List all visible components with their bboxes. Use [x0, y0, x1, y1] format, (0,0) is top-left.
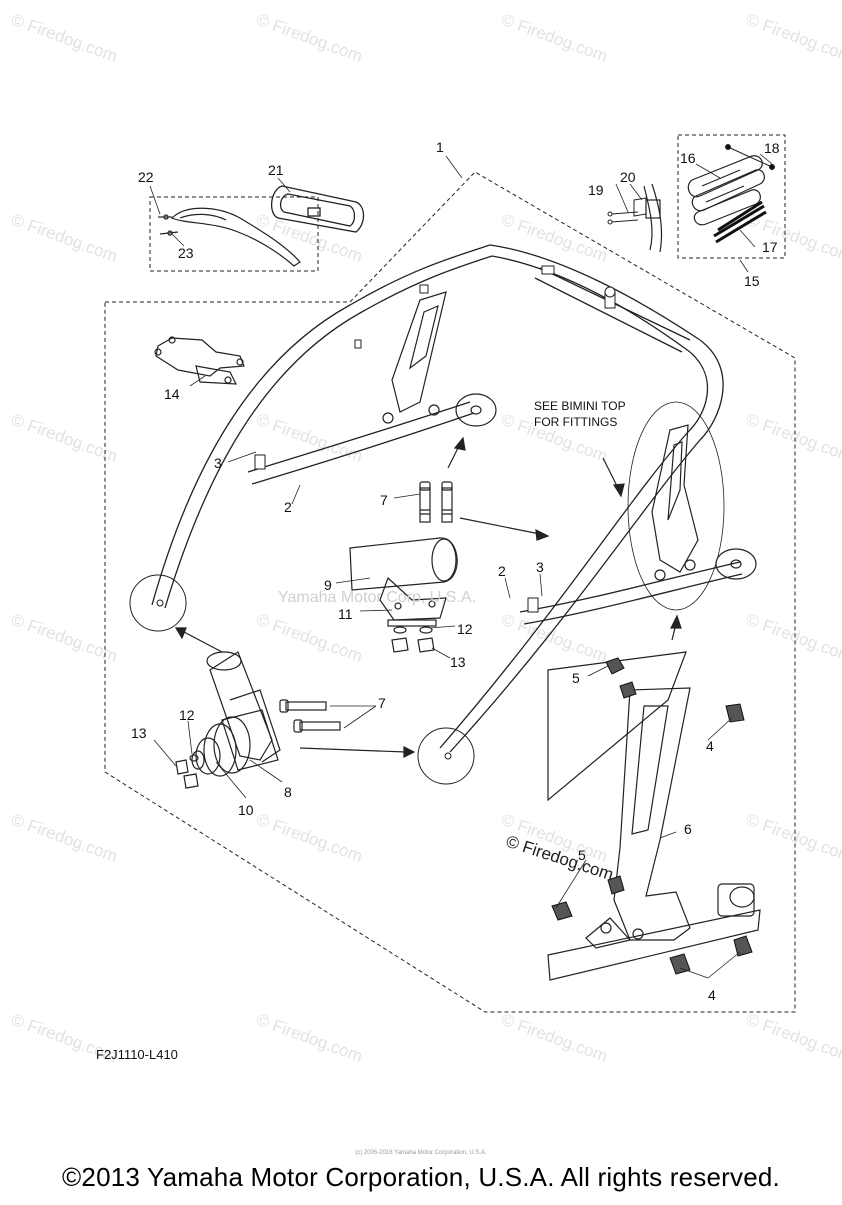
part-19-20-screws [607, 197, 647, 225]
diagram-code: F2J1110-L410 [96, 1047, 178, 1062]
watermark-text: © Firedog.com [744, 810, 842, 866]
direction-arrows [174, 436, 682, 758]
callout-5-upper: 5 [572, 670, 580, 686]
watermark-text: © Firedog.com [499, 1010, 610, 1066]
left-hinge-bracket [382, 291, 497, 427]
callout-21: 21 [268, 162, 284, 178]
watermark-text: © Firedog.com [744, 610, 842, 666]
callout-12-left: 12 [179, 707, 195, 723]
watermark-text: © Firedog.com [254, 410, 365, 466]
callout-6: 6 [684, 821, 692, 837]
assembly-boundary [104, 134, 796, 1013]
watermark-text: © Firedog.com [254, 1010, 365, 1066]
part-21-mirror [271, 185, 365, 233]
watermark-text: © Firedog.com [9, 610, 120, 666]
part-15-strap-assembly [643, 155, 765, 253]
watermark-text: © Firedog.com [499, 210, 610, 266]
part-17-strips [713, 200, 767, 244]
callout-4-upper: 4 [706, 738, 714, 754]
tower-frame [151, 244, 743, 753]
callout-2-left: 2 [284, 499, 292, 515]
watermark-text: © Firedog.com [9, 10, 120, 66]
callout-4-lower: 4 [708, 987, 716, 1003]
part-18-cord [725, 144, 775, 170]
leader-lines [149, 153, 773, 979]
callout-7-center: 7 [380, 492, 388, 508]
watermark-text: © Firedog.com [744, 10, 842, 66]
right-hinge-bracket [627, 401, 757, 611]
callout-14: 14 [164, 386, 180, 402]
callout-3-left: 3 [214, 455, 222, 471]
callout-3-right: 3 [536, 559, 544, 575]
callout-8: 8 [284, 784, 292, 800]
callout-18: 18 [764, 140, 780, 156]
callout-9: 9 [324, 577, 332, 593]
callout-23: 23 [178, 245, 194, 261]
frame-fittings [254, 265, 616, 613]
left-lower-mount [175, 651, 341, 789]
callout-22: 22 [138, 169, 154, 185]
callout-15: 15 [744, 273, 760, 289]
part-7-bolts-center [419, 481, 453, 523]
watermark-text: © Firedog.com [9, 210, 120, 266]
callout-20: 20 [620, 169, 636, 185]
watermark-text: © Firedog.com [744, 410, 842, 466]
callout-13-left: 13 [131, 725, 147, 741]
tiny-copyright: (c) 2005-2016 Yamaha Motor Corporation, … [355, 1150, 487, 1156]
callout-12-center: 12 [457, 621, 473, 637]
lower-right-bracket-assembly [547, 651, 761, 981]
callout-13-center: 13 [450, 654, 466, 670]
watermark-text: © Firedog.com [9, 410, 120, 466]
center-tube-assembly [349, 537, 458, 653]
watermark-text: © Firedog.com [744, 1010, 842, 1066]
watermark-text: © Firedog.com [9, 810, 120, 866]
part-14-bracket [154, 336, 245, 385]
callout-2-right: 2 [498, 563, 506, 579]
footer-copyright: ©2013 Yamaha Motor Corporation, U.S.A. A… [62, 1162, 780, 1192]
callout-1: 1 [436, 139, 444, 155]
callout-10: 10 [238, 802, 254, 818]
watermark-text: © Firedog.com [254, 10, 365, 66]
part-22-mirror-arm [158, 207, 301, 267]
bimini-note-line1: SEE BIMINI TOP [534, 399, 626, 413]
callout-19: 19 [588, 182, 604, 198]
callout-5-lower: 5 [578, 847, 586, 863]
bimini-note-line2: FOR FITTINGS [534, 415, 617, 429]
watermark-text: © Firedog.com [254, 210, 365, 266]
watermark-text: © Firedog.com [499, 10, 610, 66]
callout-labels: 1 2 2 3 3 4 4 5 5 6 7 7 8 9 10 11 12 12 … [131, 139, 780, 1003]
base-mount-circles [129, 574, 475, 785]
center-watermark: Yamaha Motor Corp, U.S.A. [278, 589, 476, 606]
callout-11: 11 [338, 606, 353, 622]
callout-17: 17 [762, 239, 778, 255]
watermark-text: © Firedog.com [254, 810, 365, 866]
callout-16: 16 [680, 150, 696, 166]
watermark-layer: © Firedog.com © Firedog.com © Firedog.com ©… [9, 10, 842, 1066]
knob-fasteners [551, 657, 753, 975]
callout-7-lower: 7 [378, 695, 386, 711]
